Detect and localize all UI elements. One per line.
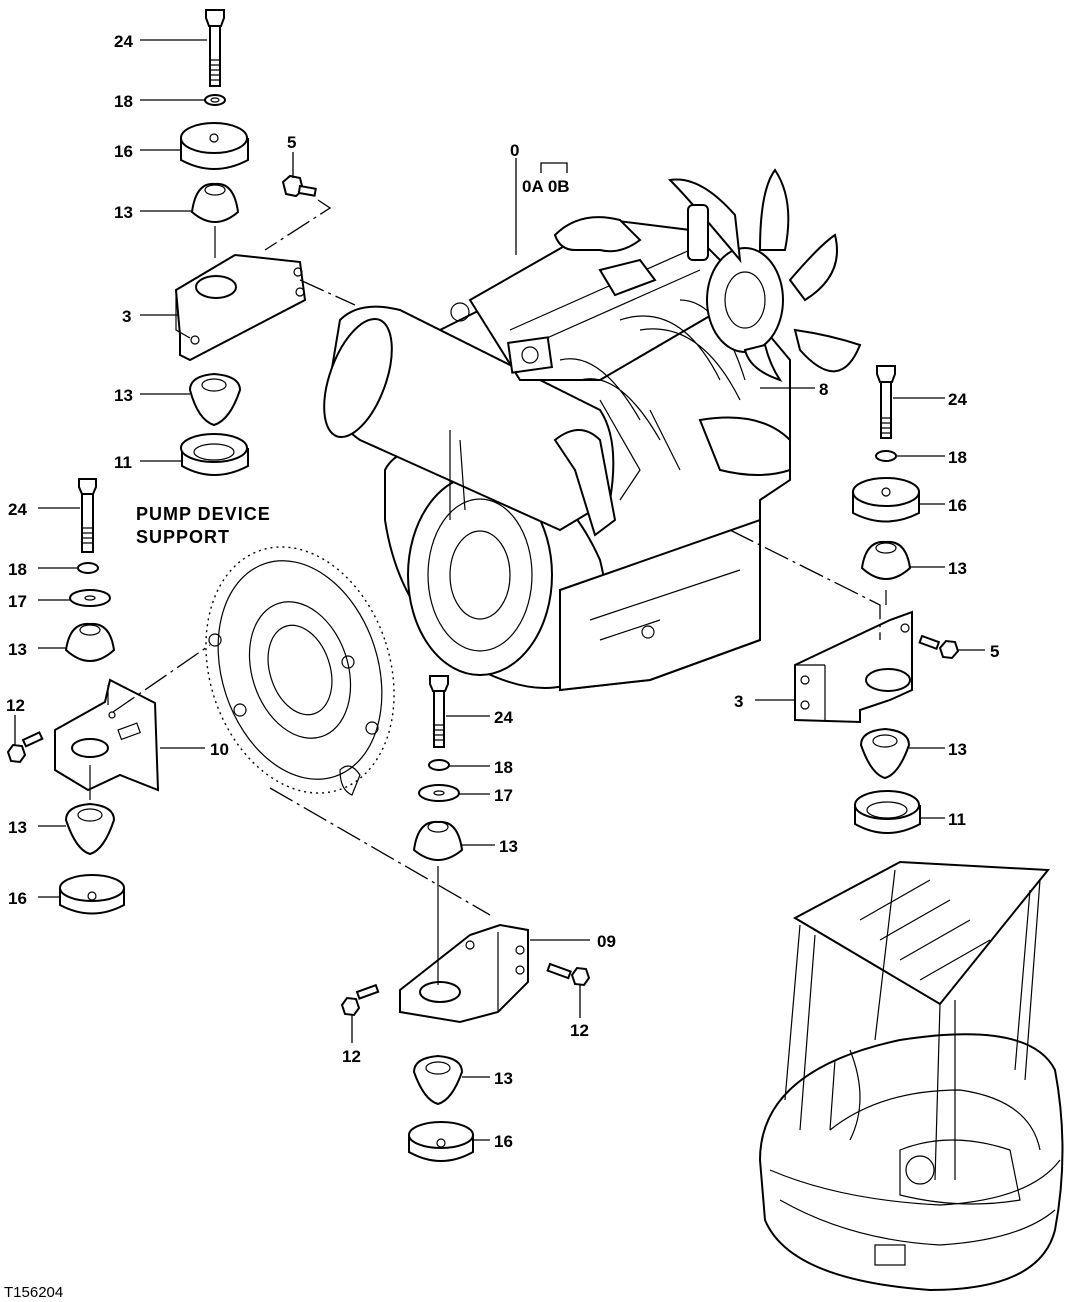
leader-lines xyxy=(14,39,985,1141)
mount-stack-top-left xyxy=(174,9,356,476)
excavator-locator-illustration xyxy=(758,860,1064,1292)
callout-24-top-left: 24 xyxy=(114,32,133,51)
callout-16-right: 16 xyxy=(948,496,967,515)
callout-09: 09 xyxy=(597,932,616,951)
callout-13-top-left-lower: 13 xyxy=(114,386,133,405)
callout-12-bottom-right: 12 xyxy=(570,1021,589,1040)
callout-16-mid-left: 16 xyxy=(8,889,27,908)
callout-18-right: 18 xyxy=(948,448,967,467)
callout-10: 10 xyxy=(210,740,229,759)
callout-13-right: 13 xyxy=(948,559,967,578)
callout-16-bottom: 16 xyxy=(494,1132,513,1151)
callout-18-bottom: 18 xyxy=(494,758,513,777)
callout-numbers: 24 18 16 13 5 3 13 11 24 18 17 13 12 10 … xyxy=(6,32,999,1151)
mount-stack-bottom-center xyxy=(269,675,591,1162)
figure-id: T156204 xyxy=(4,1284,63,1301)
callout-5-right: 5 xyxy=(990,642,999,661)
callout-13-right-lower: 13 xyxy=(948,740,967,759)
callout-engine-0a-0b: 0A 0B xyxy=(522,177,570,196)
pump-device-support-label-line2: SUPPORT xyxy=(136,527,230,547)
callout-17-bottom: 17 xyxy=(494,786,513,805)
callout-13-bottom-lower: 13 xyxy=(494,1069,513,1088)
callout-12-mid-left: 12 xyxy=(6,696,25,715)
callout-12-bottom-left: 12 xyxy=(342,1047,361,1066)
pump-device-support-label-line1: PUMP DEVICE xyxy=(136,504,271,524)
callout-13-bottom: 13 xyxy=(499,837,518,856)
engine-illustration xyxy=(323,168,862,692)
callout-5-top: 5 xyxy=(287,133,296,152)
mount-stack-right xyxy=(729,365,960,834)
callout-24-right: 24 xyxy=(948,390,967,409)
callout-8: 8 xyxy=(819,380,828,399)
callout-18-mid-left: 18 xyxy=(8,560,27,579)
callout-13-mid-left-lower: 13 xyxy=(8,818,27,837)
pump-device-support-plate xyxy=(205,546,395,796)
callout-11-right: 11 xyxy=(948,810,966,829)
callout-18-top-left: 18 xyxy=(114,92,133,111)
mount-stack-mid-left xyxy=(6,478,211,915)
callout-17-mid-left: 17 xyxy=(8,592,27,611)
callout-3-right: 3 xyxy=(734,692,743,711)
callout-13-top-left: 13 xyxy=(114,203,133,222)
callout-3-top-left: 3 xyxy=(122,307,131,326)
callout-11-top-left: 11 xyxy=(114,453,132,472)
callout-16-top-left: 16 xyxy=(114,142,133,161)
callout-13-mid-left: 13 xyxy=(8,640,27,659)
callout-24-bottom: 24 xyxy=(494,708,513,727)
callout-engine-0: 0 xyxy=(510,141,519,160)
callout-24-mid-left: 24 xyxy=(8,500,27,519)
